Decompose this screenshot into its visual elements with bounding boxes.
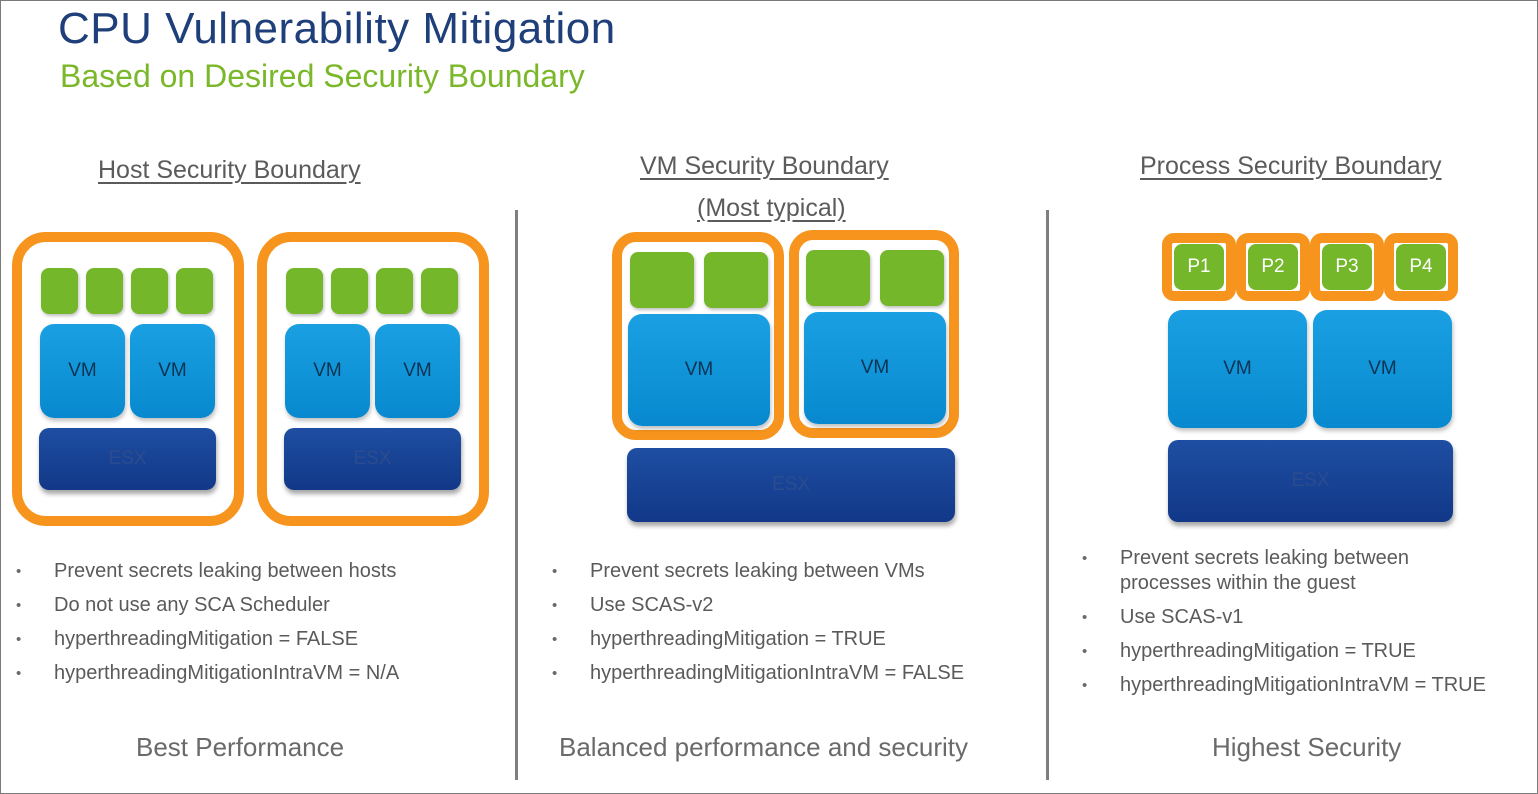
process-block: P3 bbox=[1322, 244, 1372, 290]
esx-block: ESX bbox=[1168, 440, 1453, 522]
bullet-item: Do not use any SCA Scheduler bbox=[16, 593, 399, 618]
vm-boundary-footer: Balanced performance and security bbox=[559, 732, 969, 762]
esx-block: ESX bbox=[284, 428, 461, 490]
cpu-thread-block bbox=[286, 268, 323, 314]
host-boundary-bullets: Prevent secrets leaking between hosts Do… bbox=[16, 559, 399, 695]
esx-block: ESX bbox=[627, 448, 955, 522]
cpu-thread-block bbox=[630, 252, 694, 308]
process-boundary-heading: Process Security Boundary bbox=[1140, 152, 1442, 180]
vm-boundary-subheading: (Most typical) bbox=[697, 194, 846, 222]
column-divider-1 bbox=[515, 210, 518, 780]
cpu-thread-block bbox=[86, 268, 123, 314]
vm-block: VM bbox=[1313, 310, 1452, 428]
process-block: P4 bbox=[1396, 244, 1446, 290]
process-block: P1 bbox=[1174, 244, 1224, 290]
esx-block: ESX bbox=[39, 428, 216, 490]
process-boundary-bullets: Prevent secrets leaking between processe… bbox=[1082, 546, 1486, 707]
process-boundary-footer: Highest Security bbox=[1212, 732, 1402, 762]
bullet-item: hyperthreadingMitigationIntraVM = TRUE bbox=[1082, 673, 1486, 698]
vm-block: VM bbox=[285, 324, 370, 418]
bullet-item: hyperthreadingMitigation = TRUE bbox=[1082, 639, 1486, 664]
cpu-thread-block bbox=[880, 250, 944, 306]
bullet-item: Prevent secrets leaking between hosts bbox=[16, 559, 399, 584]
vm-block: VM bbox=[1168, 310, 1307, 428]
vm-block: VM bbox=[130, 324, 215, 418]
cpu-thread-block bbox=[704, 252, 768, 308]
bullet-item: Prevent secrets leaking between processe… bbox=[1082, 546, 1486, 596]
cpu-thread-block bbox=[131, 268, 168, 314]
bullet-item: hyperthreadingMitigation = FALSE bbox=[16, 627, 399, 652]
bullet-item: hyperthreadingMitigationIntraVM = N/A bbox=[16, 661, 399, 686]
cpu-thread-block bbox=[806, 250, 870, 306]
slide-title: CPU Vulnerability Mitigation bbox=[58, 4, 616, 53]
bullet-item: Use SCAS-v1 bbox=[1082, 605, 1486, 630]
process-block: P2 bbox=[1248, 244, 1298, 290]
vm-block: VM bbox=[804, 312, 946, 424]
cpu-thread-block bbox=[376, 268, 413, 314]
slide-subtitle: Based on Desired Security Boundary bbox=[60, 58, 585, 94]
host-boundary-heading: Host Security Boundary bbox=[98, 156, 361, 184]
column-divider-2 bbox=[1046, 210, 1049, 780]
bullet-item: Prevent secrets leaking between VMs bbox=[552, 559, 964, 584]
cpu-thread-block bbox=[421, 268, 458, 314]
bullet-line: processes within the guest bbox=[1120, 572, 1356, 594]
host-boundary-footer: Best Performance bbox=[136, 732, 345, 762]
bullet-line: Prevent secrets leaking between bbox=[1120, 547, 1410, 569]
vm-boundary-bullets: Prevent secrets leaking between VMs Use … bbox=[552, 559, 964, 695]
bullet-item: hyperthreadingMitigationIntraVM = FALSE bbox=[552, 661, 964, 686]
cpu-thread-block bbox=[41, 268, 78, 314]
cpu-thread-block bbox=[331, 268, 368, 314]
vm-boundary-heading: VM Security Boundary bbox=[640, 152, 889, 180]
cpu-thread-block bbox=[176, 268, 213, 314]
vm-block: VM bbox=[375, 324, 460, 418]
bullet-item: Use SCAS-v2 bbox=[552, 593, 964, 618]
bullet-item: hyperthreadingMitigation = TRUE bbox=[552, 627, 964, 652]
vm-block: VM bbox=[628, 314, 770, 426]
vm-block: VM bbox=[40, 324, 125, 418]
